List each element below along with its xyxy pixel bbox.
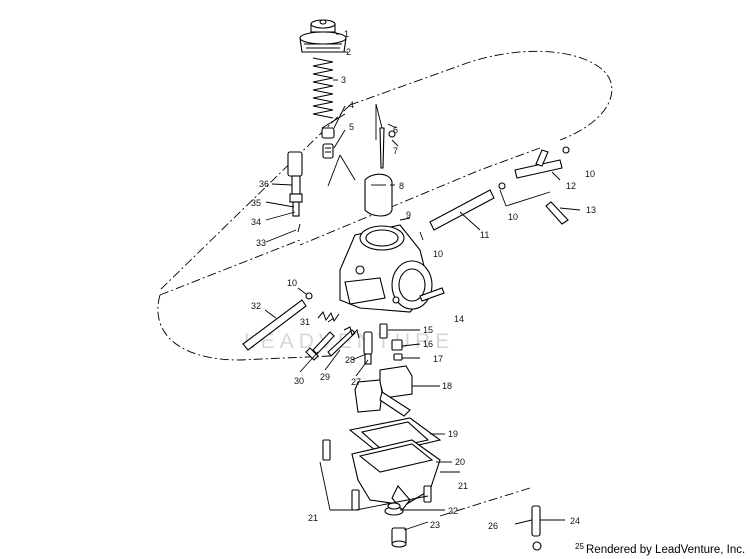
overflow-hose [242,292,313,351]
fuel-hose [429,182,506,231]
callout-21-right: 21 [458,481,468,491]
callout-10-right: 10 [508,212,518,222]
callout-6: 6 [393,125,398,135]
callout-22: 22 [448,506,458,516]
callout-18: 18 [442,381,452,391]
callout-2: 2 [346,47,351,57]
float [354,365,413,417]
main-jet-holder [363,331,373,365]
callout-17: 17 [433,354,443,364]
callout-5: 5 [349,122,354,132]
callout-35: 35 [251,198,261,208]
callout-21-left: 21 [308,513,318,523]
callout-10-left: 10 [287,278,297,288]
callout-11: 11 [480,230,489,240]
callout-24: 24 [570,516,580,526]
bowl-screws [322,439,432,511]
top-cap [299,19,347,53]
callout-4: 4 [349,100,354,110]
air-screw [305,311,340,361]
bowl-drain-assembly [439,487,542,551]
callout-15: 15 [423,325,433,335]
callout-32: 32 [251,301,261,311]
callout-30: 30 [294,376,304,386]
callout-19: 19 [448,429,458,439]
callout-9: 9 [406,210,411,220]
needle-retainer [321,127,335,159]
throttle-valve [364,173,393,217]
carburetor-body [339,224,433,313]
vent-hose [419,287,445,302]
throttle-spring [312,57,334,119]
leader-lines [264,33,581,531]
callout-20: 20 [455,457,465,467]
callout-29: 29 [320,372,330,382]
callout-1: 1 [344,29,349,39]
callout-10-center: 10 [433,249,443,259]
callout-33: 33 [256,238,266,248]
callout-28: 28 [345,355,355,365]
t-fitting [514,146,570,225]
callout-34: 34 [251,217,261,227]
callout-16: 16 [423,339,433,349]
callout-3: 3 [341,75,346,85]
callout-26: 26 [488,521,498,531]
credit-superscript: 25 [575,542,584,551]
assembly-boundary-outline [157,50,613,361]
throttle-stop-screw [327,326,360,357]
callout-13: 13 [586,205,596,215]
callout-27: 27 [351,377,361,387]
callout-10-far-right: 10 [585,169,595,179]
callout-12: 12 [566,181,576,191]
pilot-jet [379,323,403,361]
callout-23: 23 [430,520,440,530]
callout-31: 31 [300,317,310,327]
callout-8: 8 [399,181,404,191]
jet-needle [379,127,396,169]
credit-text: Rendered by LeadVenture, Inc. [586,544,745,556]
callout-14: 14 [454,314,464,324]
float-bowl [351,439,441,511]
callout-36: 36 [259,179,269,189]
callout-7: 7 [393,146,398,156]
